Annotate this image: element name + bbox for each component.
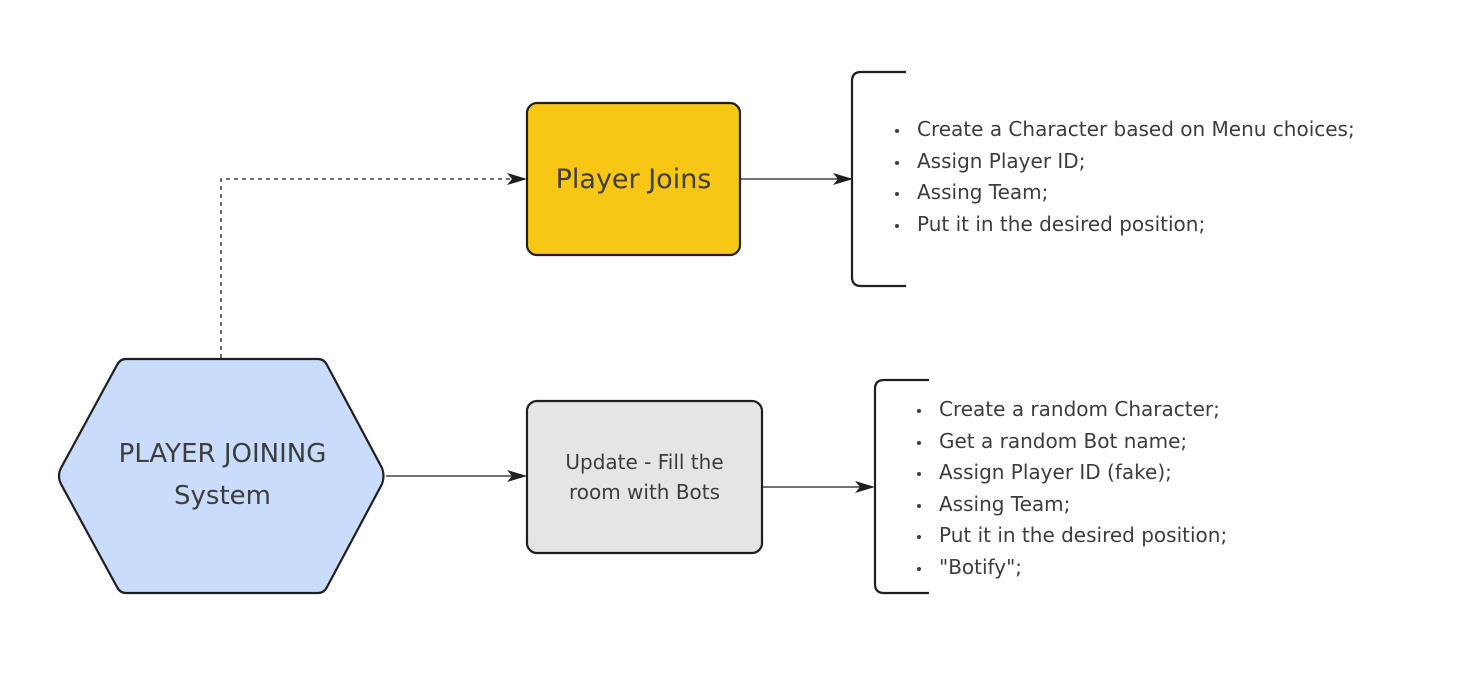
system-hexagon[interactable]: [57, 357, 385, 595]
list-item: Assing Team;: [915, 489, 1227, 521]
system-label: PLAYER JOINING System: [80, 420, 365, 530]
list-item: Create a Character based on Menu choices…: [893, 114, 1355, 146]
list-item: Get a random Bot name;: [915, 426, 1227, 458]
list-item: Put it in the desired position;: [915, 520, 1227, 552]
player-joins-label: Player Joins: [555, 163, 712, 195]
list-item: Assign Player ID;: [893, 146, 1355, 178]
bot-steps-bracket: [873, 378, 929, 595]
system-label-line1: PLAYER JOINING: [118, 439, 327, 469]
bot-steps-list: Create a random Character; Get a random …: [915, 394, 1227, 583]
player-joins-node[interactable]: [525, 101, 742, 257]
dashed-connector-to-player-joins: [220, 173, 527, 358]
list-item: Assing Team;: [893, 177, 1355, 209]
list-item: Put it in the desired position;: [893, 209, 1355, 241]
player-joins-bracket: [850, 70, 906, 288]
fill-bots-node[interactable]: [525, 399, 764, 555]
player-joins-steps-list: Create a Character based on Menu choices…: [893, 114, 1355, 240]
system-label-line2: System: [174, 481, 271, 511]
fill-bots-label: Update - Fill the room with Bots: [565, 450, 724, 504]
list-item: Create a random Character;: [915, 394, 1227, 426]
list-item: "Botify";: [915, 552, 1227, 584]
list-item: Assign Player ID (fake);: [915, 457, 1227, 489]
